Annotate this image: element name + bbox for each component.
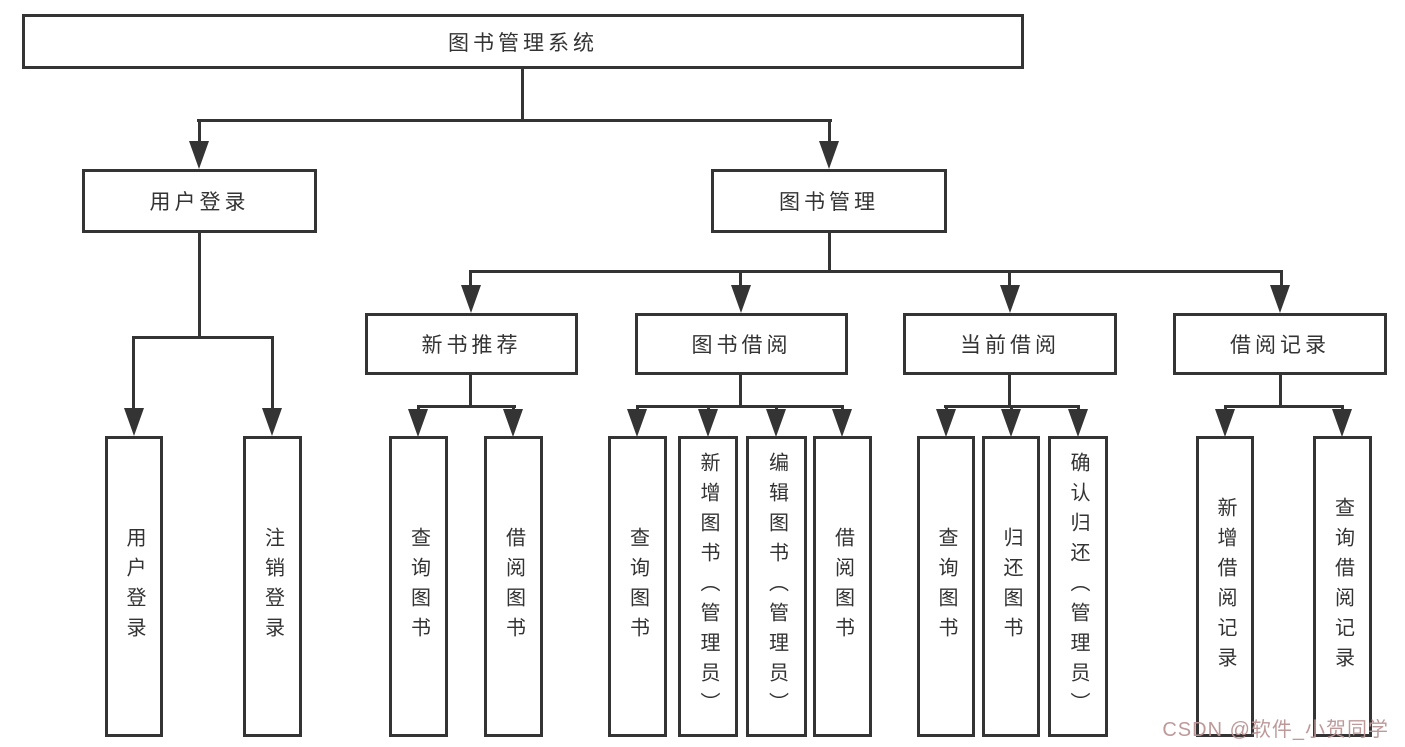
- connector-vline: [1077, 405, 1080, 411]
- connector-vline: [841, 405, 844, 411]
- leaf-borrow-books-2: 借阅图书: [813, 436, 872, 737]
- node-library-system: 图书管理系统: [22, 14, 1024, 69]
- connector-hline: [417, 405, 516, 408]
- arrow-down-icon: [189, 141, 209, 169]
- leaf-label: 借阅图书: [831, 526, 854, 647]
- connector-vline: [739, 270, 742, 288]
- node-label: 图书管理系统: [448, 31, 598, 55]
- leaf-label: 新增图书（管理员）: [697, 451, 719, 722]
- leaf-label: 查询借阅记录: [1331, 496, 1354, 677]
- leaf-label: 注销登录: [261, 526, 284, 647]
- node-borrowing-records: 借阅记录: [1173, 313, 1387, 375]
- arrow-down-icon: [819, 141, 839, 169]
- arrow-down-icon: [461, 285, 481, 313]
- leaf-label: 借阅图书: [502, 526, 525, 647]
- connector-vline: [1008, 373, 1011, 408]
- leaf-label: 查询图书: [935, 526, 957, 647]
- watermark: CSDN @软件_小贺同学: [1162, 719, 1389, 741]
- connector-hline: [469, 270, 1283, 273]
- connector-vline: [469, 270, 472, 288]
- arrow-down-icon: [1001, 409, 1021, 437]
- arrow-down-icon: [1000, 285, 1020, 313]
- arrow-down-icon: [1270, 285, 1290, 313]
- connector-vline: [521, 68, 524, 122]
- arrow-down-icon: [731, 285, 751, 313]
- leaf-borrow-books: 借阅图书: [484, 436, 543, 737]
- leaf-label: 查询图书: [626, 526, 649, 647]
- connector-vline: [636, 405, 639, 411]
- arrow-down-icon: [832, 409, 852, 437]
- connector-hline: [132, 336, 274, 339]
- leaf-query-books-3: 查询图书: [917, 436, 975, 737]
- arrow-down-icon: [1068, 409, 1088, 437]
- node-new-book-recommendation: 新书推荐: [365, 313, 578, 375]
- leaf-label: 新增借阅记录: [1214, 496, 1236, 677]
- connector-vline: [707, 405, 710, 411]
- leaf-add-borrow-record: 新增借阅记录: [1196, 436, 1254, 737]
- node-book-borrowing: 图书借阅: [635, 313, 848, 375]
- connector-vline: [739, 373, 742, 408]
- leaf-user-login: 用户登录: [105, 436, 163, 737]
- node-label: 新书推荐: [421, 334, 522, 357]
- arrow-down-icon: [124, 408, 144, 436]
- leaf-add-book-admin: 新增图书（管理员）: [678, 436, 738, 737]
- connector-vline: [1008, 270, 1011, 288]
- connector-vline: [828, 232, 831, 273]
- leaf-query-books-2: 查询图书: [608, 436, 667, 737]
- node-label: 图书借阅: [691, 334, 792, 357]
- leaf-return-books: 归还图书: [982, 436, 1040, 737]
- connector-vline: [417, 405, 420, 411]
- connector-vline: [198, 119, 201, 145]
- connector-vline: [1280, 270, 1283, 288]
- arrow-down-icon: [936, 409, 956, 437]
- arrow-down-icon: [408, 409, 428, 437]
- arrow-down-icon: [627, 409, 647, 437]
- leaf-label: 编辑图书（管理员）: [765, 451, 788, 722]
- leaf-edit-book-admin: 编辑图书（管理员）: [746, 436, 807, 737]
- connector-vline: [1224, 405, 1227, 411]
- leaf-logout: 注销登录: [243, 436, 302, 737]
- connector-hline: [636, 405, 844, 408]
- connector-hline: [1224, 405, 1343, 408]
- connector-vline: [775, 405, 778, 411]
- connector-vline: [271, 336, 274, 411]
- leaf-label: 归还图书: [1000, 526, 1022, 647]
- leaf-label: 查询图书: [407, 526, 430, 647]
- connector-vline: [198, 232, 201, 339]
- connector-vline: [1279, 373, 1282, 408]
- connector-vline: [1341, 405, 1344, 411]
- node-current-borrowing: 当前借阅: [903, 313, 1117, 375]
- connector-vline: [828, 119, 831, 145]
- leaf-confirm-return-admin: 确认归还（管理员）: [1048, 436, 1108, 737]
- arrow-down-icon: [698, 409, 718, 437]
- node-label: 借阅记录: [1230, 334, 1330, 357]
- connector-vline: [469, 373, 472, 408]
- node-user-login: 用户登录: [82, 169, 317, 233]
- arrow-down-icon: [262, 408, 282, 436]
- connector-vline: [512, 405, 515, 411]
- leaf-label: 用户登录: [123, 526, 145, 647]
- node-label: 图书管理: [779, 191, 879, 214]
- connector-vline: [945, 405, 948, 411]
- arrow-down-icon: [503, 409, 523, 437]
- leaf-query-borrow-record: 查询借阅记录: [1313, 436, 1372, 737]
- arrow-down-icon: [1332, 409, 1352, 437]
- connector-vline: [1010, 405, 1013, 411]
- arrow-down-icon: [1215, 409, 1235, 437]
- node-label: 当前借阅: [960, 334, 1060, 357]
- connector-hline: [197, 119, 832, 122]
- leaf-query-books: 查询图书: [389, 436, 448, 737]
- connector-vline: [132, 336, 135, 411]
- node-label: 用户登录: [149, 191, 250, 214]
- arrow-down-icon: [766, 409, 786, 437]
- leaf-label: 确认归还（管理员）: [1067, 451, 1089, 722]
- node-book-management: 图书管理: [711, 169, 947, 233]
